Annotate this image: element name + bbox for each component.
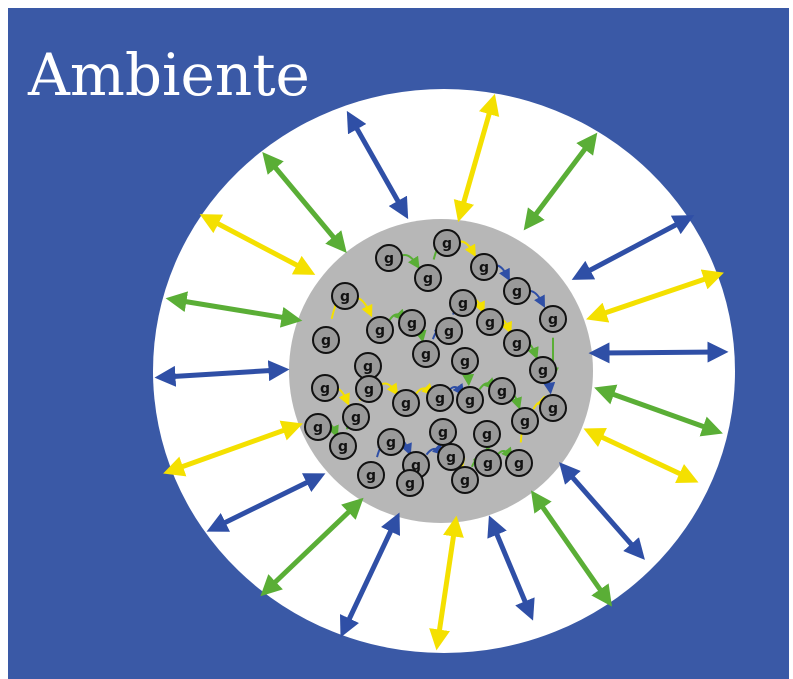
exchange-arrow: [487, 515, 535, 621]
exchange-arrow: [154, 360, 290, 387]
svg-text:g: g: [401, 396, 411, 412]
svg-text:g: g: [548, 312, 558, 328]
particle: g: [539, 394, 567, 422]
svg-text:g: g: [460, 354, 470, 370]
svg-text:g: g: [512, 336, 522, 352]
particle: g: [503, 329, 531, 357]
exchange-arrow: [583, 427, 699, 484]
particle: g: [474, 449, 502, 477]
exchange-arrow: [429, 515, 464, 651]
particle: g: [312, 326, 340, 354]
particle: g: [414, 264, 442, 292]
svg-text:g: g: [479, 260, 489, 276]
svg-text:g: g: [520, 414, 530, 430]
svg-text:g: g: [405, 476, 415, 492]
particle: g: [392, 389, 420, 417]
svg-text:g: g: [548, 401, 558, 417]
particle: g: [433, 229, 461, 257]
particle: g: [449, 289, 477, 317]
svg-text:g: g: [384, 251, 394, 267]
particle: g: [342, 403, 370, 431]
particle: g: [529, 356, 557, 384]
exchange-arrow: [530, 490, 613, 607]
particle: g: [539, 305, 567, 333]
particle: g: [311, 374, 339, 402]
particle: g: [375, 244, 403, 272]
particle: g: [331, 282, 359, 310]
particle: g: [451, 347, 479, 375]
svg-text:g: g: [514, 456, 524, 472]
exchange-arrow: [586, 269, 724, 323]
exchange-arrow: [571, 215, 695, 280]
particle: g: [511, 407, 539, 435]
exchange-arrow: [199, 214, 316, 275]
particle: g: [476, 308, 504, 336]
particle: g: [473, 420, 501, 448]
svg-text:g: g: [538, 363, 548, 379]
svg-text:g: g: [320, 381, 330, 397]
particle: g: [429, 418, 457, 446]
exchange-arrow: [206, 473, 326, 532]
svg-text:g: g: [338, 439, 348, 455]
exchange-arrows: [154, 93, 729, 651]
particle: g: [329, 432, 357, 460]
particle: g: [357, 461, 385, 489]
svg-text:g: g: [421, 347, 431, 363]
exchange-arrow: [165, 291, 303, 328]
svg-text:g: g: [313, 420, 323, 436]
particle: g: [398, 309, 426, 337]
svg-text:g: g: [364, 382, 374, 398]
svg-text:g: g: [321, 333, 331, 349]
particle: g: [437, 443, 465, 471]
svg-text:g: g: [386, 435, 396, 451]
exchange-arrow: [260, 497, 364, 597]
svg-text:g: g: [407, 316, 417, 332]
particle: g: [355, 375, 383, 403]
particle: g: [396, 469, 424, 497]
svg-text:g: g: [366, 468, 376, 484]
exchange-arrow: [523, 132, 598, 231]
svg-text:g: g: [465, 393, 475, 409]
svg-text:g: g: [444, 324, 454, 340]
svg-text:g: g: [442, 236, 452, 252]
svg-text:g: g: [363, 359, 373, 375]
svg-text:g: g: [482, 427, 492, 443]
particle: g: [456, 386, 484, 414]
svg-text:g: g: [438, 425, 448, 441]
particle: g: [505, 449, 533, 477]
exchange-arrow: [453, 93, 500, 223]
svg-text:g: g: [446, 450, 456, 466]
svg-text:g: g: [458, 296, 468, 312]
svg-text:g: g: [351, 410, 361, 426]
svg-text:g: g: [485, 315, 495, 331]
svg-text:g: g: [512, 284, 522, 300]
exchange-arrow: [163, 420, 303, 477]
exchange-arrow: [262, 151, 347, 254]
svg-text:g: g: [460, 473, 470, 489]
particle: g: [451, 466, 479, 494]
environment-title: Ambiente: [27, 41, 310, 109]
particle: g: [435, 317, 463, 345]
particle: g: [366, 316, 394, 344]
particle: g: [377, 428, 405, 456]
particle: g: [304, 413, 332, 441]
exchange-arrow: [588, 341, 729, 364]
particle: g: [488, 377, 516, 405]
exchange-arrow: [346, 110, 409, 220]
svg-text:g: g: [411, 458, 421, 474]
svg-text:g: g: [375, 323, 385, 339]
svg-text:g: g: [435, 391, 445, 407]
svg-text:g: g: [340, 289, 350, 305]
exchange-arrow: [339, 512, 401, 638]
particle: g: [426, 384, 454, 412]
svg-text:g: g: [483, 456, 493, 472]
svg-text:g: g: [497, 384, 507, 400]
svg-text:g: g: [423, 271, 433, 287]
exchange-arrow: [594, 384, 723, 437]
particle: g: [470, 253, 498, 281]
particle: g: [503, 277, 531, 305]
particle: g: [412, 340, 440, 368]
